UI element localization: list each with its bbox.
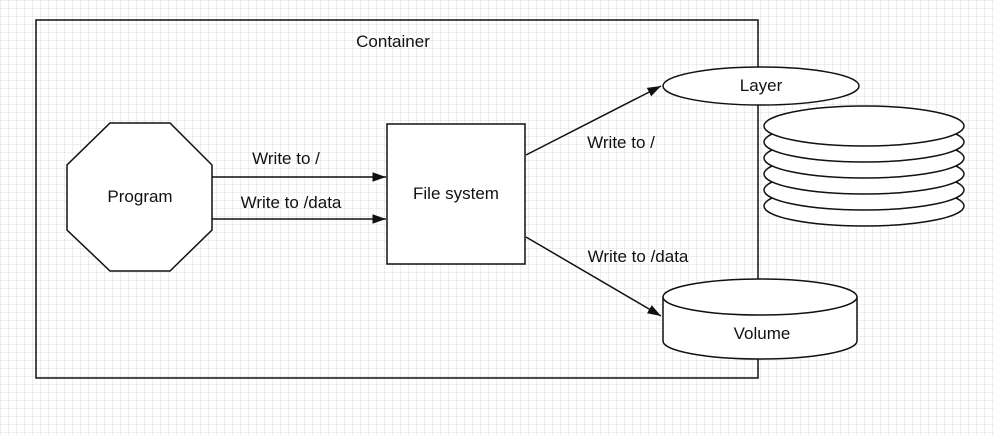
filesystem-label: File system	[413, 184, 499, 203]
volume-top	[662, 278, 858, 316]
volume-label: Volume	[734, 324, 791, 343]
container-frame	[35, 19, 759, 379]
edge-label-write-data: Write to /data	[241, 193, 342, 212]
filesystem-node	[386, 123, 526, 265]
layer-stack	[763, 105, 965, 227]
arrow-fs-to-volume	[525, 236, 662, 317]
program-node	[66, 122, 213, 272]
container-label: Container	[356, 32, 430, 51]
volume-node	[662, 278, 858, 360]
edge-label-fs-write-data: Write to /data	[588, 247, 689, 266]
edge-label-fs-write-root: Write to /	[587, 133, 655, 152]
layer-stack-disk	[763, 105, 965, 147]
layer-node	[662, 66, 860, 106]
arrow-fs-to-layer	[525, 85, 662, 156]
program-label: Program	[107, 187, 172, 206]
edge-label-write-root: Write to /	[252, 149, 320, 168]
layer-label: Layer	[740, 76, 783, 95]
